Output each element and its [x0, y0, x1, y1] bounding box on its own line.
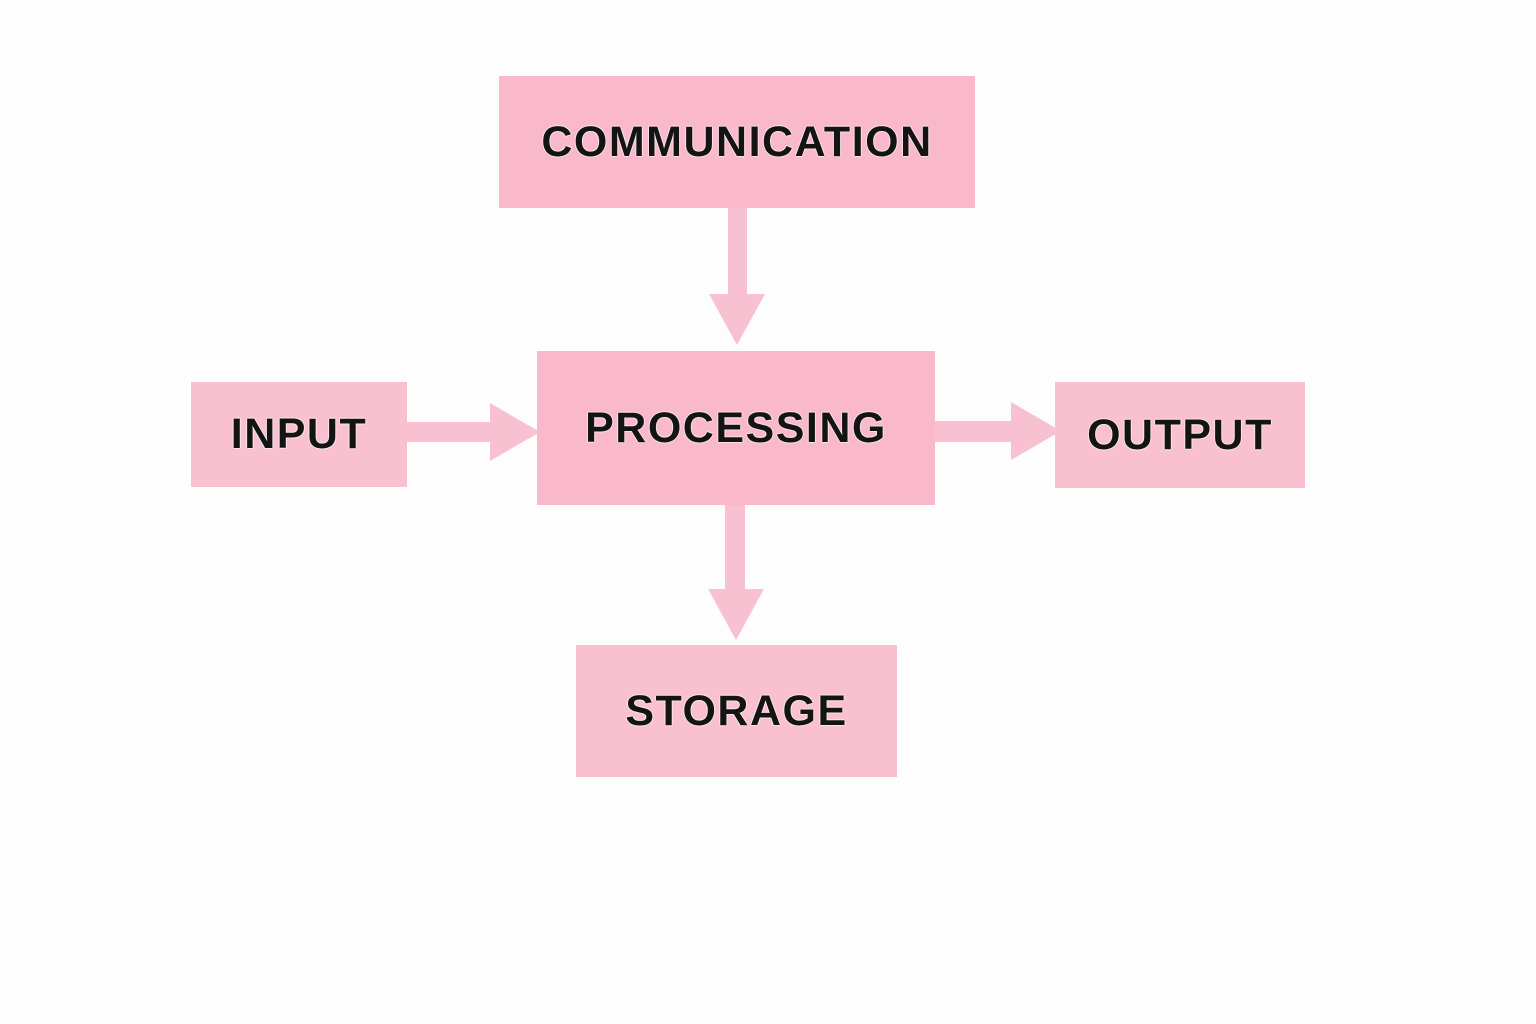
arrow-head-right-icon: [1011, 402, 1061, 460]
node-processing: PROCESSING: [537, 351, 935, 505]
arrow-shaft: [405, 422, 497, 442]
node-communication: COMMUNICATION: [499, 76, 975, 208]
arrow-shaft: [728, 207, 747, 299]
arrow-shaft: [933, 421, 1019, 442]
node-output: OUTPUT: [1055, 382, 1305, 488]
arrow-head-right-icon: [490, 403, 540, 461]
node-processing-label: PROCESSING: [585, 403, 887, 452]
node-input: INPUT: [191, 382, 407, 487]
arrow-shaft: [725, 504, 745, 594]
node-communication-label: COMMUNICATION: [541, 117, 933, 166]
node-storage: STORAGE: [576, 645, 897, 777]
node-output-label: OUTPUT: [1087, 410, 1273, 459]
node-storage-label: STORAGE: [625, 686, 848, 735]
arrow-head-down-icon: [709, 294, 765, 345]
arrow-head-down-icon: [708, 589, 764, 640]
node-input-label: INPUT: [230, 410, 368, 458]
